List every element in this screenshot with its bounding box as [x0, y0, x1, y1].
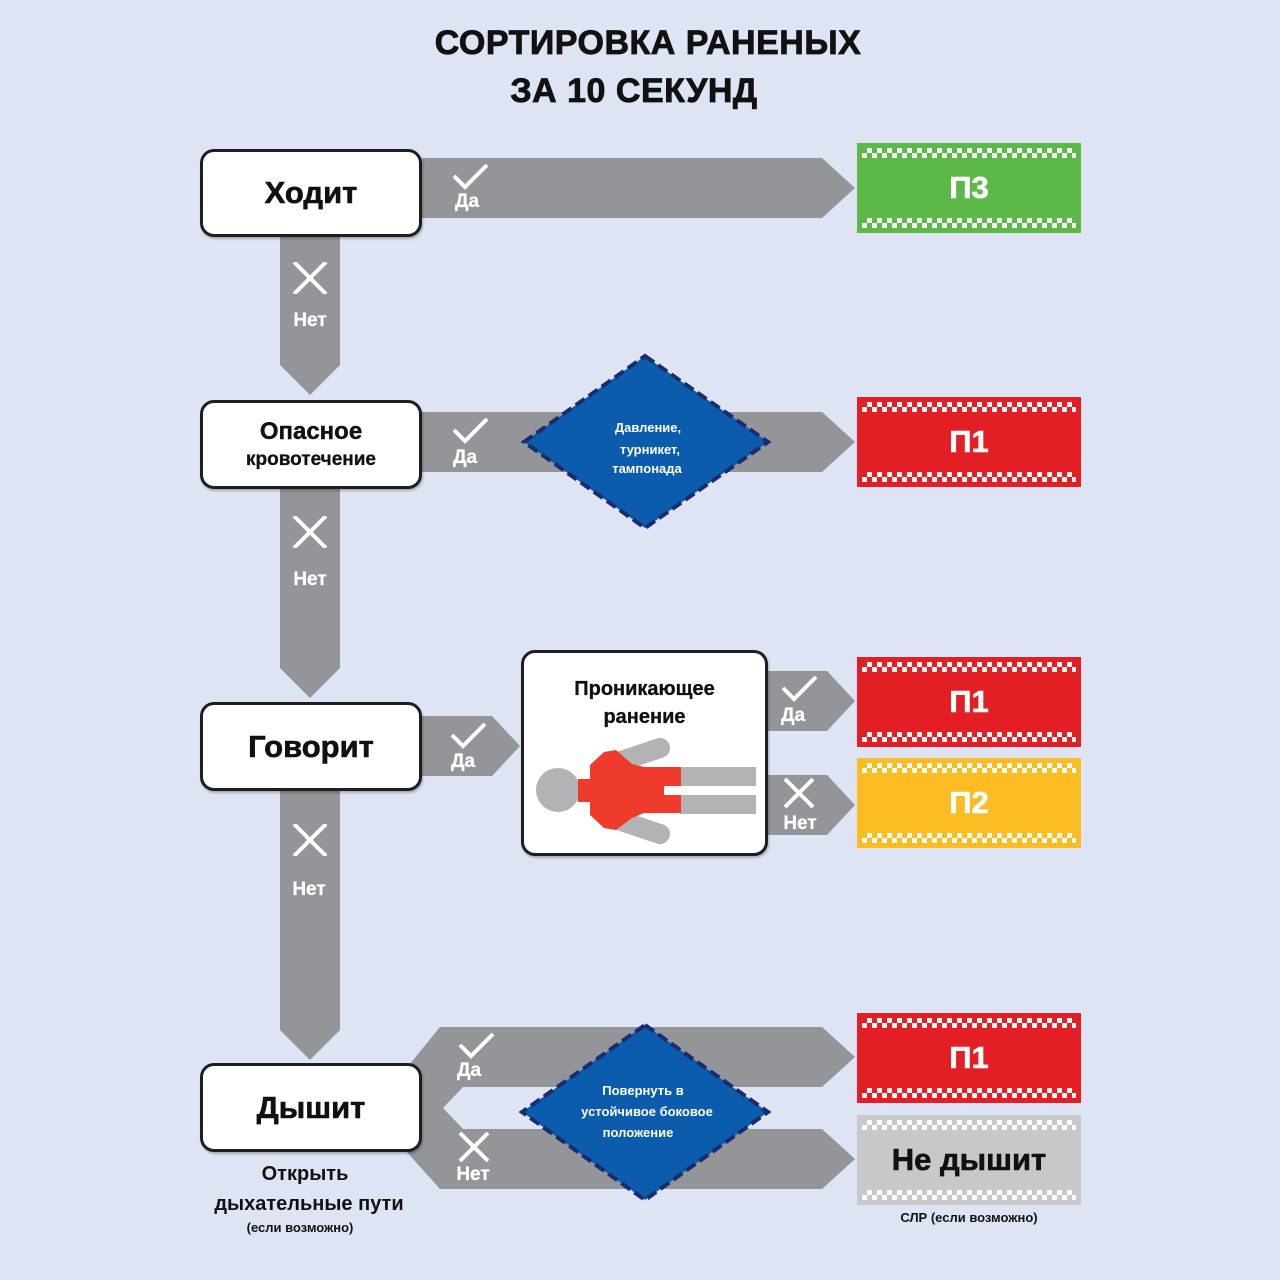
tag-label: П1	[949, 424, 989, 460]
checkmark-icon	[450, 162, 490, 194]
cross-icon	[290, 824, 330, 856]
step-penetrating-wound: Проникающее ранение	[521, 650, 768, 856]
tag-checker-top	[862, 148, 1076, 158]
step-bleeding: Опасное кровотечение	[200, 400, 422, 489]
checkmark-icon	[450, 416, 490, 448]
tag-breathes-p1: П1	[857, 1013, 1081, 1103]
tag-checker-bottom	[862, 218, 1076, 228]
arrow-talks-yes	[415, 716, 520, 776]
page-title-line-1: СОРТИРОВКА РАНЕНЫХ	[434, 24, 862, 63]
step-bleeding-label-line-1: Опасное	[259, 417, 363, 445]
arrow-wound-no	[760, 775, 855, 835]
tag-label: П1	[949, 1040, 989, 1076]
step-talks: Говорит	[200, 702, 422, 791]
tag-checker-top	[862, 1120, 1076, 1130]
tag-checker-top	[862, 1018, 1076, 1028]
action-recovery-line-2: устойчивое боковое	[581, 1104, 713, 1119]
step-bleeding-label-line-2: кровотечение	[245, 448, 376, 470]
tag-label: П3	[949, 170, 989, 206]
breathes-note-line-2: дыхательные пути	[214, 1193, 404, 1215]
tag-checker-bottom	[862, 472, 1076, 482]
step-walks: Ходит	[200, 149, 422, 237]
tag-checker-top	[862, 763, 1076, 773]
tag-label: Не дышит	[891, 1142, 1047, 1178]
tag-label: П1	[949, 684, 989, 720]
tag-not-breathing: Не дышит	[857, 1115, 1081, 1205]
tag-wound-p1: П1	[857, 657, 1081, 747]
penetrating-wound-line-1: Проникающее	[574, 678, 715, 700]
arrow-walks-no	[280, 230, 340, 395]
penetrating-wound-line-2: ранение	[603, 706, 686, 728]
step-walks-label: Ходит	[264, 175, 358, 211]
arrow-walks-yes	[415, 158, 855, 218]
checkmark-icon	[456, 1031, 496, 1063]
action-recovery-line-3: положение	[602, 1125, 674, 1140]
branch-talks-no-label: Нет	[292, 879, 326, 900]
tag-bleeding-p1: П1	[857, 397, 1081, 487]
tag-checker-top	[862, 662, 1076, 672]
tag-wound-p2: П2	[857, 758, 1081, 848]
breathes-note-line-3: (если возможно)	[246, 1220, 354, 1235]
step-breathes: Дышит	[200, 1063, 422, 1152]
arrow-bleeding-no	[280, 482, 340, 698]
branch-walks-no-label: Нет	[293, 310, 327, 331]
cpr-note: СЛР (если возможно)	[900, 1210, 1038, 1225]
branch-bleeding-no-label: Нет	[293, 569, 327, 590]
tag-checker-bottom	[862, 833, 1076, 843]
checkmark-icon	[779, 674, 819, 706]
cross-icon	[779, 777, 819, 809]
branch-breathes-yes-label: Да	[456, 1060, 482, 1081]
branch-talks-yes-label: Да	[450, 751, 476, 772]
action-bleeding-line-1: Давление,	[614, 420, 682, 435]
cross-icon	[454, 1131, 494, 1163]
action-bleeding-line-3: тампонада	[612, 461, 682, 476]
tag-checker-bottom	[862, 1190, 1076, 1200]
tag-checker-top	[862, 402, 1076, 412]
action-diamond-bleeding	[520, 353, 772, 531]
branch-walks-yes-label: Да	[454, 191, 480, 212]
cross-icon	[290, 262, 330, 294]
tag-checker-bottom	[862, 732, 1076, 742]
tag-checker-bottom	[862, 1088, 1076, 1098]
branch-breathes-no-label: Нет	[456, 1164, 490, 1185]
tag-walks-p3: П3	[857, 143, 1081, 233]
branch-wound-yes-label: Да	[780, 705, 806, 726]
action-bleeding-line-2: турникет,	[619, 442, 681, 457]
tag-label: П2	[949, 785, 989, 821]
step-talks-label: Говорит	[248, 728, 374, 764]
step-breathes-label: Дышит	[256, 1089, 366, 1125]
breathes-note-line-1: Открыть	[261, 1163, 349, 1185]
branch-wound-no-label: Нет	[783, 813, 817, 834]
action-diamond-recovery	[518, 1022, 772, 1203]
arrow-wound-yes	[760, 671, 855, 731]
branch-bleeding-yes-label: Да	[452, 447, 478, 468]
checkmark-icon	[448, 721, 488, 753]
page-title-line-2: ЗА 10 СЕКУНД	[510, 72, 758, 111]
cross-icon	[290, 516, 330, 548]
action-recovery-line-1: Повернуть в	[602, 1083, 684, 1098]
